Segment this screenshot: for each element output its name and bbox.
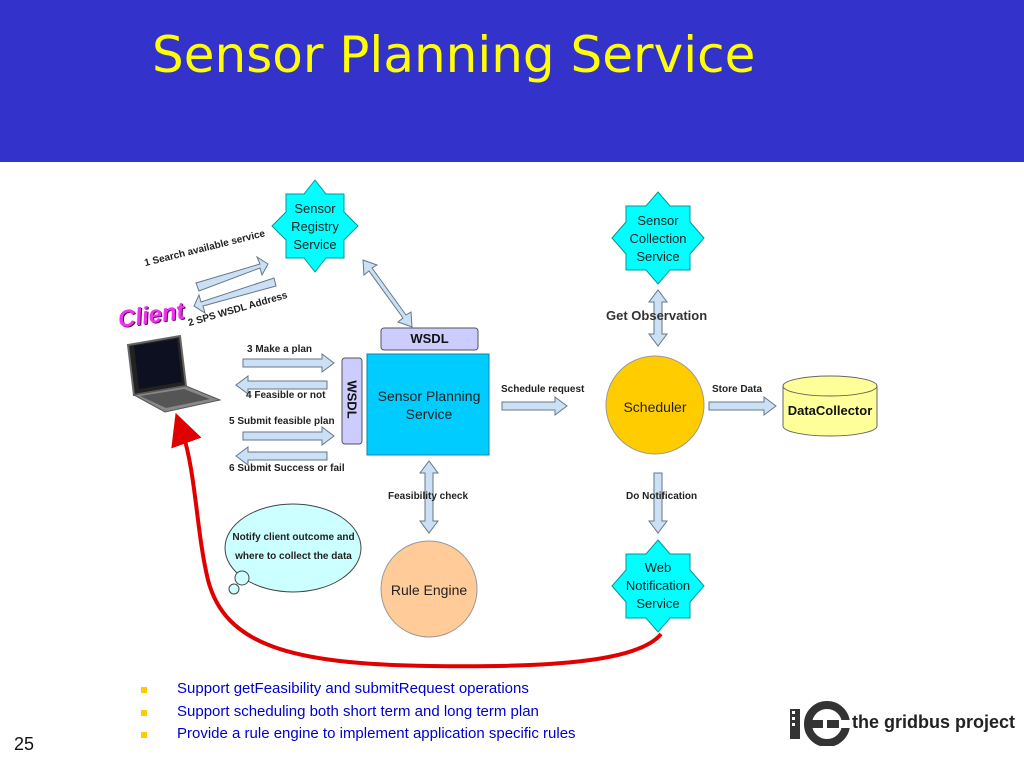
scheduler-label: Scheduler [623, 399, 687, 415]
rule-engine-label: Rule Engine [390, 582, 468, 598]
sps-box [366, 353, 490, 456]
edge-label-store-data: Store Data [712, 384, 763, 395]
slide-title: Sensor Planning Service [152, 26, 756, 84]
scheduler-circle [605, 355, 705, 455]
arrow-registry-sps [362, 259, 413, 328]
edge-label-feasibility-check: Feasibility check [388, 491, 469, 502]
arrows [193, 255, 777, 534]
gridbus-logo [785, 700, 1003, 746]
datacollector-label: DataCollector [787, 403, 873, 418]
edge-label-schedule-request: Schedule request [501, 384, 585, 395]
bullet-item: Support getFeasibility and submitRequest… [140, 678, 576, 701]
wsdl-side-label: WSDL [344, 380, 360, 419]
bullet-marker-icon [141, 687, 147, 693]
sensor-registry-label: Sensor Registry Service [291, 201, 339, 252]
edge-label-get-observation: Get Observation [606, 308, 708, 323]
bullet-list: Support getFeasibility and submitRequest… [140, 678, 576, 746]
arrow-search [195, 255, 269, 292]
sensor-collection-star [611, 191, 705, 285]
logo-text: the gridbus project [852, 712, 1016, 732]
edge-label-do-notification: Do Notification [626, 491, 698, 502]
arrow-wsdl-address [193, 277, 277, 315]
datacollector-cylinder [782, 375, 878, 437]
wsdl-side-box [341, 357, 363, 445]
bullet-marker-icon [141, 732, 147, 738]
arrow-schedule-request [501, 396, 568, 416]
arrow-store-data [708, 396, 777, 416]
red-return-arrow [171, 412, 663, 669]
arrow-submit [242, 426, 335, 446]
edge-label-make-plan: 3 Make a plan [247, 344, 313, 355]
sensor-registry-star [271, 179, 359, 273]
wsdl-top-label: WSDL [410, 331, 449, 346]
laptop-icon [126, 334, 222, 413]
web-notification-label: Web Notification Service [625, 560, 691, 611]
page-number: 25 [14, 734, 35, 754]
arrow-make-plan [242, 353, 335, 373]
arrow-get-observation [648, 289, 668, 347]
title-bar [0, 0, 1024, 162]
edge-label-feasible: 4 Feasible or not [246, 390, 326, 401]
wsdl-top-box [380, 327, 479, 351]
arrow-feasibility-check [419, 460, 439, 534]
sensor-collection-label: Sensor Collection Service [629, 213, 687, 264]
bullet-item: Support scheduling both short term and l… [140, 701, 576, 724]
sps-label: Sensor Planning Service [377, 388, 481, 422]
bullet-marker-icon [141, 709, 147, 716]
arrow-success [235, 446, 328, 466]
edge-label-success: 6 Submit Success or fail [229, 463, 345, 474]
notify-cloud-label: Notify client outcome and where to colle… [232, 532, 355, 562]
rule-engine-circle [380, 540, 478, 638]
web-notification-star [611, 539, 705, 633]
notify-cloud [224, 503, 362, 595]
arrow-feasible [235, 375, 328, 395]
bullet-item: Provide a rule engine to implement appli… [140, 723, 576, 746]
arrow-do-notification [648, 472, 668, 534]
edge-label-submit: 5 Submit feasible plan [229, 416, 335, 427]
